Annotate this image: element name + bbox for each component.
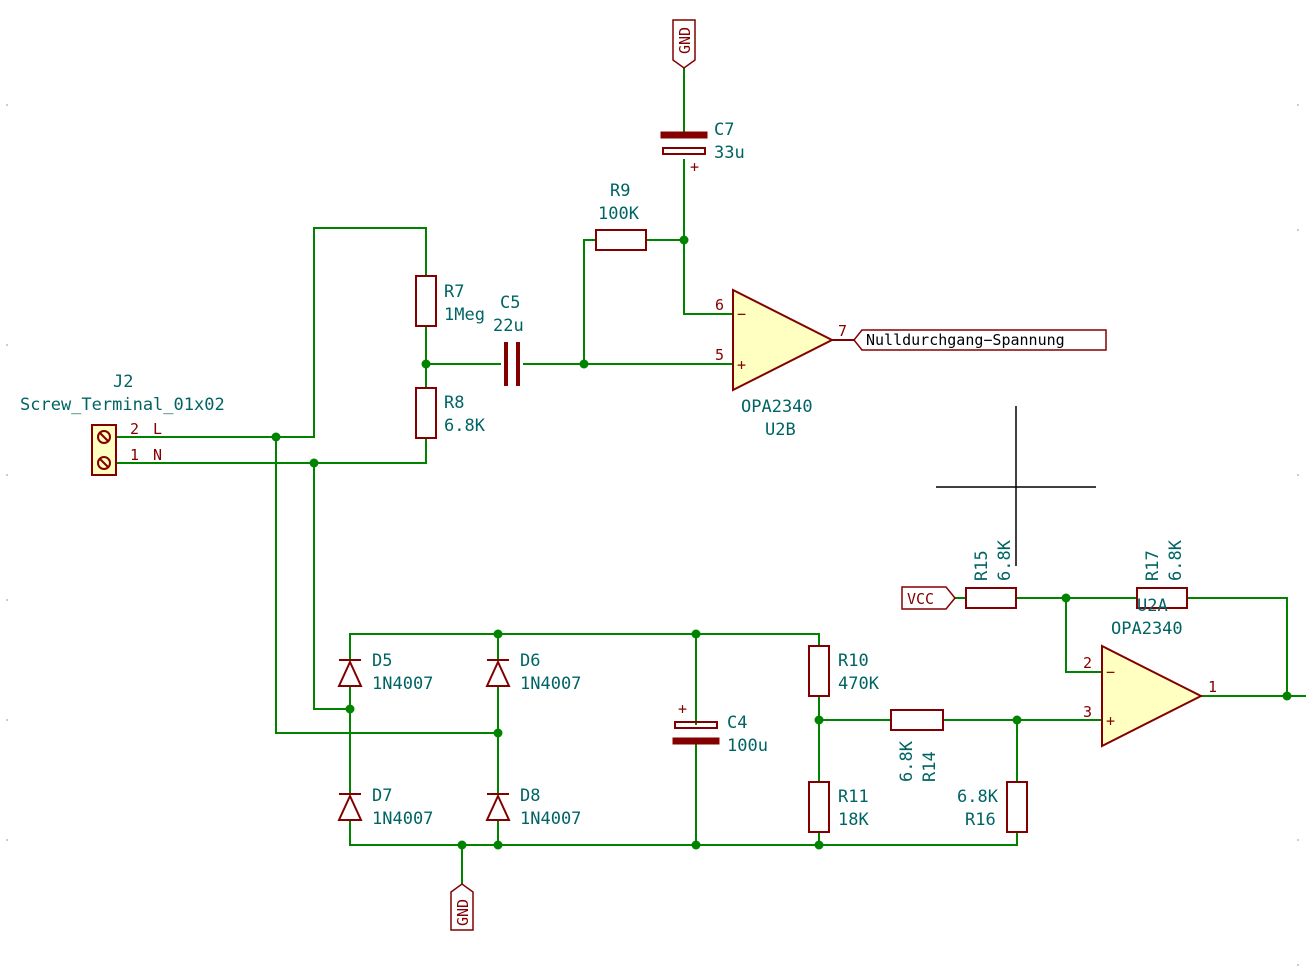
D8-ref: D8 bbox=[520, 786, 540, 806]
J2-screw-terminal[interactable]: J2 Screw_Terminal_01x02 2 L 1 N bbox=[20, 372, 225, 476]
D7-value: 1N4007 bbox=[372, 809, 433, 829]
R7-value: 1Meg bbox=[444, 305, 485, 325]
C7-plus-sign: + bbox=[690, 158, 699, 176]
C7-polarized-capacitor[interactable]: + C7 33u bbox=[660, 120, 745, 176]
R17-value: 6.8K bbox=[1166, 539, 1186, 581]
R17-resistor[interactable]: R17 6.8K bbox=[1136, 539, 1188, 609]
R9-ref: R9 bbox=[610, 181, 630, 201]
U2A-pin1: 1 bbox=[1208, 678, 1217, 696]
U2B-value: OPA2340 bbox=[741, 397, 813, 417]
R8-resistor[interactable]: R8 6.8K bbox=[415, 387, 486, 439]
gnd-flag-top-label: GND bbox=[676, 27, 694, 54]
U2B-pin7: 7 bbox=[838, 322, 847, 340]
R7-resistor[interactable]: R7 1Meg bbox=[415, 275, 485, 327]
J2-ref: J2 bbox=[113, 372, 133, 392]
J2-pin1-number: 1 bbox=[130, 446, 139, 464]
D6-diode[interactable]: D6 1N4007 bbox=[485, 651, 581, 694]
D5-diode[interactable]: D5 1N4007 bbox=[337, 651, 433, 694]
D5-ref: D5 bbox=[372, 651, 392, 671]
R16-resistor[interactable]: 6.8K R16 bbox=[957, 781, 1028, 833]
R11-resistor[interactable]: R11 18K bbox=[808, 781, 869, 833]
R14-value: 6.8K bbox=[897, 740, 917, 782]
C7-ref: C7 bbox=[714, 120, 734, 140]
net-label-zero-crossing[interactable]: Nulldurchgang−Spannung bbox=[853, 329, 1107, 351]
C5-capacitor[interactable]: C5 22u bbox=[493, 293, 524, 386]
U2B-minus-sign: − bbox=[737, 305, 746, 323]
R16-value: 6.8K bbox=[957, 787, 999, 807]
C4-ref: C4 bbox=[727, 713, 747, 733]
U2B-pin5: 5 bbox=[715, 346, 724, 364]
R9-value: 100K bbox=[598, 204, 640, 224]
grid bbox=[6, 104, 1299, 966]
R9-resistor[interactable]: R9 100K bbox=[595, 181, 647, 251]
D6-ref: D6 bbox=[520, 651, 540, 671]
U2B-ref: U2B bbox=[765, 420, 796, 440]
U2A-pin3: 3 bbox=[1083, 703, 1092, 721]
C4-polarized-capacitor[interactable]: + C4 100u bbox=[672, 700, 768, 756]
U2A-pin2: 2 bbox=[1083, 654, 1092, 672]
D8-value: 1N4007 bbox=[520, 809, 581, 829]
gnd-flag-bottom-label: GND bbox=[454, 899, 472, 926]
U2A-opamp[interactable]: − + 2 3 1 U2A OPA2340 bbox=[1083, 596, 1217, 748]
R17-ref: R17 bbox=[1143, 550, 1163, 581]
C4-value: 100u bbox=[727, 736, 768, 756]
U2B-opamp[interactable]: − + 6 5 7 OPA2340 U2B bbox=[715, 288, 854, 440]
R8-ref: R8 bbox=[444, 393, 464, 413]
R10-value: 470K bbox=[838, 674, 880, 694]
R15-resistor[interactable]: R15 6.8K bbox=[965, 539, 1017, 609]
vcc-flag-label: VCC bbox=[907, 590, 934, 608]
U2B-pin6: 6 bbox=[715, 296, 724, 314]
vcc-flag[interactable]: VCC bbox=[901, 586, 956, 610]
R14-resistor[interactable]: 6.8K R14 bbox=[890, 709, 944, 782]
R10-resistor[interactable]: R10 470K bbox=[808, 645, 880, 697]
R10-ref: R10 bbox=[838, 651, 869, 671]
R15-ref: R15 bbox=[972, 550, 992, 581]
R16-ref: R16 bbox=[965, 810, 996, 830]
U2A-minus-sign: − bbox=[1106, 663, 1115, 681]
R7-ref: R7 bbox=[444, 282, 464, 302]
D6-value: 1N4007 bbox=[520, 674, 581, 694]
cursor-crosshair-icon bbox=[936, 406, 1096, 566]
junctions bbox=[271, 235, 1292, 850]
C7-value: 33u bbox=[714, 143, 745, 163]
J2-pin2-name: L bbox=[153, 420, 162, 438]
U2B-plus-sign: + bbox=[737, 356, 746, 374]
R11-value: 18K bbox=[838, 810, 869, 830]
D8-diode[interactable]: D8 1N4007 bbox=[485, 786, 581, 829]
R8-value: 6.8K bbox=[444, 416, 486, 436]
R15-value: 6.8K bbox=[995, 539, 1015, 581]
gnd-flag-top[interactable]: GND bbox=[672, 19, 696, 69]
C5-ref: C5 bbox=[500, 293, 520, 313]
gnd-flag-bottom[interactable]: GND bbox=[450, 883, 474, 931]
R11-ref: R11 bbox=[838, 787, 869, 807]
C4-plus-sign: + bbox=[678, 700, 687, 718]
J2-pin2-number: 2 bbox=[130, 420, 139, 438]
U2A-plus-sign: + bbox=[1106, 712, 1115, 730]
U2A-value: OPA2340 bbox=[1111, 619, 1183, 639]
R14-ref: R14 bbox=[920, 751, 940, 782]
J2-value: Screw_Terminal_01x02 bbox=[20, 395, 225, 415]
D7-ref: D7 bbox=[372, 786, 392, 806]
D5-value: 1N4007 bbox=[372, 674, 433, 694]
C5-value: 22u bbox=[493, 316, 524, 336]
U2A-ref: U2A bbox=[1137, 596, 1168, 616]
net-label-zero-crossing-text: Nulldurchgang−Spannung bbox=[866, 331, 1065, 349]
D7-diode[interactable]: D7 1N4007 bbox=[337, 786, 433, 829]
wires bbox=[117, 67, 1306, 885]
J2-pin1-name: N bbox=[153, 446, 162, 464]
